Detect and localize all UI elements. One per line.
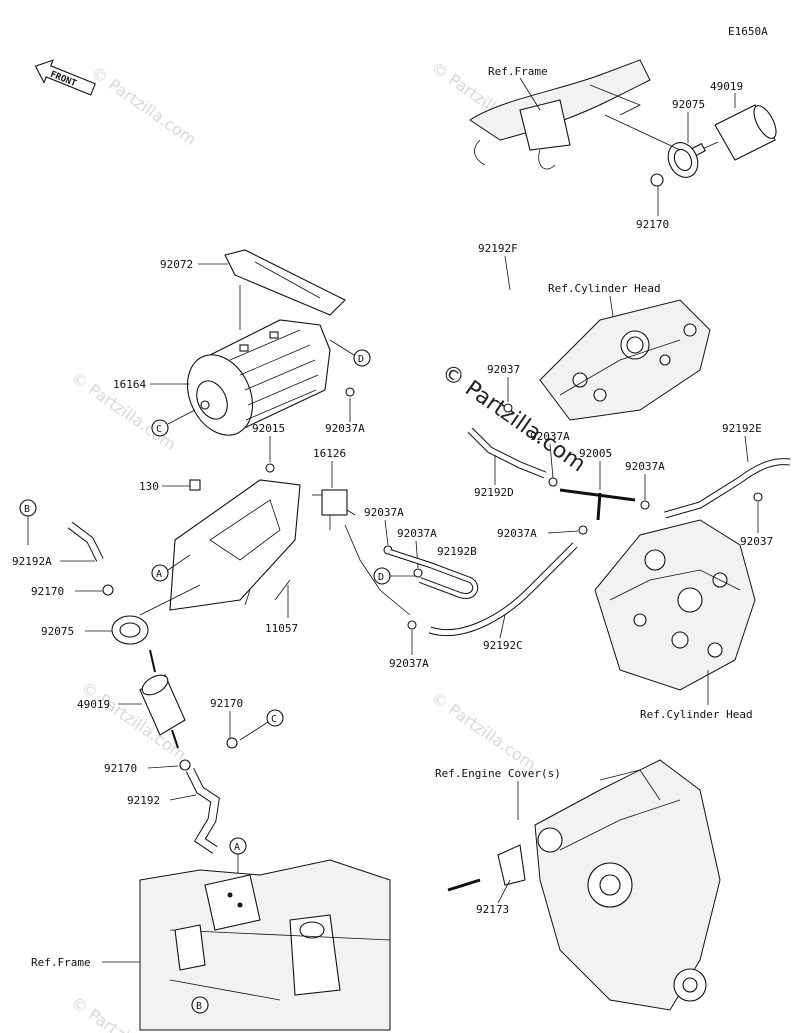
callout-D-label: D: [378, 572, 384, 583]
label-92192B: 92192B: [437, 545, 477, 558]
callout-C-label: C: [156, 424, 162, 435]
label-11057: 11057: [265, 622, 298, 635]
callout-A-label: A: [156, 569, 162, 580]
callout-D-label: D: [358, 354, 364, 365]
label-92037A-2: 92037A: [530, 430, 570, 443]
label-49019-left: 49019: [77, 698, 110, 711]
bracket-11057: [169, 479, 301, 611]
label-92192C: 92192C: [483, 639, 523, 652]
fuel-filter-top: [690, 104, 777, 161]
label-16164: 16164: [113, 378, 146, 391]
callout-D-mid: D: [373, 567, 391, 585]
joint-92005: [559, 488, 636, 521]
cylinder-head-bottom: [594, 519, 756, 691]
label-92192D: 92192D: [474, 486, 514, 499]
label-ref-frame-bottom: Ref.Frame: [31, 956, 91, 969]
label-92072: 92072: [160, 258, 193, 271]
watermark: © Partzilla.com: [428, 688, 540, 774]
clip-92170-top: [650, 173, 664, 187]
cylinder-head-top: [539, 299, 711, 421]
clamp-92075-left: [111, 615, 149, 645]
callout-A-label: A: [234, 842, 240, 853]
label-92037A-4: 92037A: [364, 506, 404, 519]
label-92015: 92015: [252, 422, 285, 435]
bolt-92173: [447, 844, 526, 892]
label-92173: 92173: [476, 903, 509, 916]
label-92037A-6: 92037A: [497, 527, 537, 540]
ref-frame-bottom-drawing: [139, 859, 391, 1031]
bracket-92072: [224, 249, 346, 316]
label-92192F: 92192F: [478, 242, 518, 255]
callout-B-bottom: B: [191, 996, 209, 1014]
watermark: © Partzilla.com: [88, 63, 200, 149]
ref-frame-top-drawing: [469, 59, 651, 170]
callout-B-label: B: [24, 504, 30, 515]
label-49019-top: 49019: [710, 80, 743, 93]
callout-C-bottom: C: [266, 709, 284, 727]
callout-D-top: D: [353, 349, 371, 367]
label-92037A-7: 92037A: [389, 657, 429, 670]
label-92192E: 92192E: [722, 422, 762, 435]
fuel-filter-left: [139, 649, 186, 749]
label-92037-right: 92037: [740, 535, 773, 548]
canister-16164: [186, 319, 331, 436]
engine-cover: [534, 759, 721, 1011]
label-92192: 92192: [127, 794, 160, 807]
label-92170-left: 92170: [31, 585, 64, 598]
label-92037A-5: 92037A: [397, 527, 437, 540]
clamp-92075-top: [667, 142, 699, 178]
valve-16126: [312, 489, 356, 530]
label-16126: 16126: [313, 447, 346, 460]
label-92005: 92005: [579, 447, 612, 460]
label-92192A: 92192A: [12, 555, 52, 568]
label-ref-cyl-head-top: Ref.Cylinder Head: [548, 282, 661, 295]
callout-C-left: C: [151, 419, 169, 437]
label-92170-low: 92170: [104, 762, 137, 775]
label-ref-frame-top: Ref.Frame: [488, 65, 548, 78]
label-92075-top: 92075: [672, 98, 705, 111]
label-130: 130: [139, 480, 159, 493]
label-92037A-3: 92037A: [625, 460, 665, 473]
label-92170-mid: 92170: [210, 697, 243, 710]
callout-A-bottom: A: [229, 837, 247, 855]
label-ref-engine-cover: Ref.Engine Cover(s): [435, 767, 561, 780]
callout-B-label: B: [196, 1001, 202, 1012]
callout-A-mid: A: [151, 564, 169, 582]
label-92037A-1: 92037A: [325, 422, 365, 435]
label-92170-top: 92170: [636, 218, 669, 231]
label-92075-left: 92075: [41, 625, 74, 638]
label-92037-top: 92037: [487, 363, 520, 376]
callout-B-left: B: [19, 499, 37, 517]
callout-C-label: C: [271, 714, 277, 725]
label-ref-cyl-head-bottom: Ref.Cylinder Head: [640, 708, 753, 721]
diagram-code: E1650A: [728, 25, 768, 38]
